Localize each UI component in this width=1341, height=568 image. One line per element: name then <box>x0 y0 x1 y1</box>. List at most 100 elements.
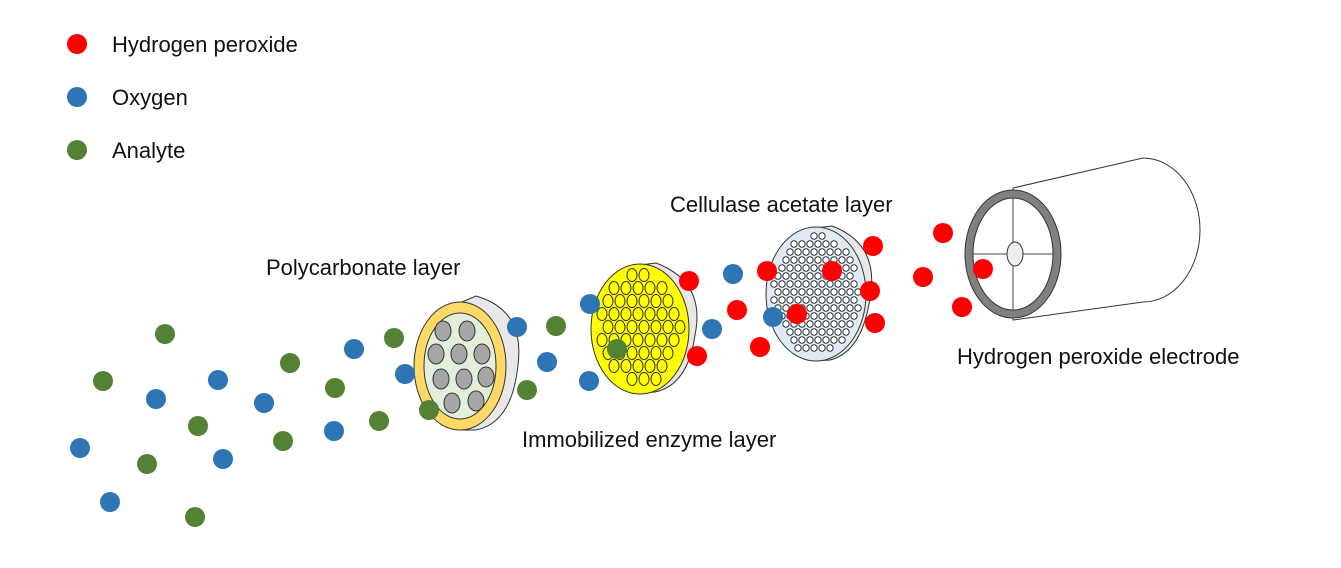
cellulose-acetate-pore <box>802 248 810 256</box>
cellulose-acetate-pore <box>850 296 858 304</box>
cellulose-acetate-pore <box>818 296 826 304</box>
analyte-molecule <box>280 353 300 373</box>
cellulose-acetate-pore <box>814 336 822 344</box>
cellulose-acetate-pore <box>786 328 794 336</box>
enzyme-pore <box>668 333 680 347</box>
analyte-molecule <box>369 411 389 431</box>
enzyme-pore <box>626 268 638 282</box>
cellulose-acetate-pore <box>806 240 814 248</box>
cellulose-acetate-pore <box>826 248 834 256</box>
hydrogen-peroxide-molecule <box>933 223 953 243</box>
hydrogen-peroxide-molecule <box>973 259 993 279</box>
cellulose-acetate-pore <box>818 232 826 240</box>
enzyme-pore <box>632 307 644 321</box>
cellulose-acetate-pore <box>838 288 846 296</box>
cellulose-acetate-pore <box>778 280 786 288</box>
hydrogen-peroxide-molecule <box>952 297 972 317</box>
cellulose-acetate-pore <box>806 288 814 296</box>
enzyme-pore <box>614 294 626 308</box>
enzyme-pore <box>602 320 614 334</box>
enzyme-layer: Immobilized enzyme layer <box>522 262 776 452</box>
cellulose-acetate-pore <box>818 280 826 288</box>
enzyme-pore <box>632 333 644 347</box>
enzyme-pore <box>662 294 674 308</box>
enzyme-pore <box>596 333 608 347</box>
cellulose-acetate-pore <box>850 280 858 288</box>
cellulose-acetate-pore <box>774 288 782 296</box>
cellulose-acetate-pore <box>798 240 806 248</box>
cellulose-acetate-pore <box>778 264 786 272</box>
enzyme-pore <box>650 346 662 360</box>
polycarbonate-pores <box>427 320 495 414</box>
cellulose-acetate-pore <box>814 320 822 328</box>
oxygen-molecule <box>70 438 90 458</box>
oxygen-molecule <box>146 389 166 409</box>
cellulose-acetate-pore <box>786 248 794 256</box>
analyte-molecule <box>273 431 293 451</box>
cellulose-acetate-pore <box>786 296 794 304</box>
cellulose-acetate-pore <box>842 312 850 320</box>
cellulose-acetate-pore <box>814 256 822 264</box>
analyte-molecule <box>384 328 404 348</box>
cellulose-acetate-pore <box>830 320 838 328</box>
oxygen-molecule <box>100 492 120 512</box>
enzyme-pore <box>668 307 680 321</box>
analyte-molecule <box>517 380 537 400</box>
cellulose-acetate-pore <box>782 272 790 280</box>
enzyme-pore <box>662 320 674 334</box>
cellulose-acetate-pore <box>810 344 818 352</box>
enzyme-pore <box>650 372 662 386</box>
enzyme-pore <box>638 320 650 334</box>
cellulose-acetate-pore <box>798 272 806 280</box>
cellulose-acetate-pore <box>822 240 830 248</box>
hydrogen-peroxide-molecule <box>787 304 807 324</box>
cellulose-acetate-pore <box>810 264 818 272</box>
cellulose-acetate-pore <box>826 312 834 320</box>
cellulose-acetate-pore <box>826 344 834 352</box>
enzyme-pore <box>656 281 668 295</box>
enzyme-pore <box>644 333 656 347</box>
enzyme-pore <box>632 281 644 295</box>
oxygen-molecule <box>324 421 344 441</box>
cellulose-acetate-pore <box>810 312 818 320</box>
cellulose-acetate-pore <box>802 328 810 336</box>
enzyme-pore <box>626 294 638 308</box>
cellulose-acetate-pore <box>818 312 826 320</box>
cellulose-acetate-pore <box>806 256 814 264</box>
cellulose-acetate-pore <box>794 344 802 352</box>
oxygen-molecule <box>208 370 228 390</box>
enzyme-pore <box>674 320 686 334</box>
cellulose-acetate-pore <box>834 296 842 304</box>
cellulose-acetate-pore <box>826 296 834 304</box>
cellulose-acetate-pore <box>810 280 818 288</box>
cellulose-acetate-pore <box>790 336 798 344</box>
analyte-molecule <box>93 371 113 391</box>
electrode-label: Hydrogen peroxide electrode <box>957 344 1240 369</box>
analyte-molecule <box>137 454 157 474</box>
cellulose-acetate-pore <box>802 296 810 304</box>
oxygen-molecule <box>580 294 600 314</box>
enzyme-pore <box>638 294 650 308</box>
cellulose-acetate-pore <box>794 248 802 256</box>
cellulose-acetate-pore <box>818 248 826 256</box>
hydrogen-peroxide-electrode: Hydrogen peroxide electrode <box>957 157 1240 369</box>
cellulose-acetate-pore <box>838 256 846 264</box>
cellulose-acetate-pore <box>838 336 846 344</box>
cellulose-acetate-pore <box>842 296 850 304</box>
cellulose-acetate-pore <box>770 280 778 288</box>
cellulose-acetate-pore <box>846 288 854 296</box>
oxygen-molecule <box>395 364 415 384</box>
cellulose-acetate-pore <box>834 248 842 256</box>
enzyme-pore <box>662 346 674 360</box>
cellulose-acetate-pore <box>802 264 810 272</box>
cellulose-acetate-pore <box>794 280 802 288</box>
enzyme-pore <box>644 307 656 321</box>
cellulose-acetate-pore <box>846 304 854 312</box>
cellulose-acetate-pore <box>826 328 834 336</box>
cellulose-acetate-pore <box>830 288 838 296</box>
hydrogen-peroxide-molecule <box>727 300 747 320</box>
cellulose-acetate-pore <box>814 288 822 296</box>
enzyme-pore <box>644 281 656 295</box>
enzyme-pore <box>626 372 638 386</box>
cellulose-acetate-pore <box>834 280 842 288</box>
